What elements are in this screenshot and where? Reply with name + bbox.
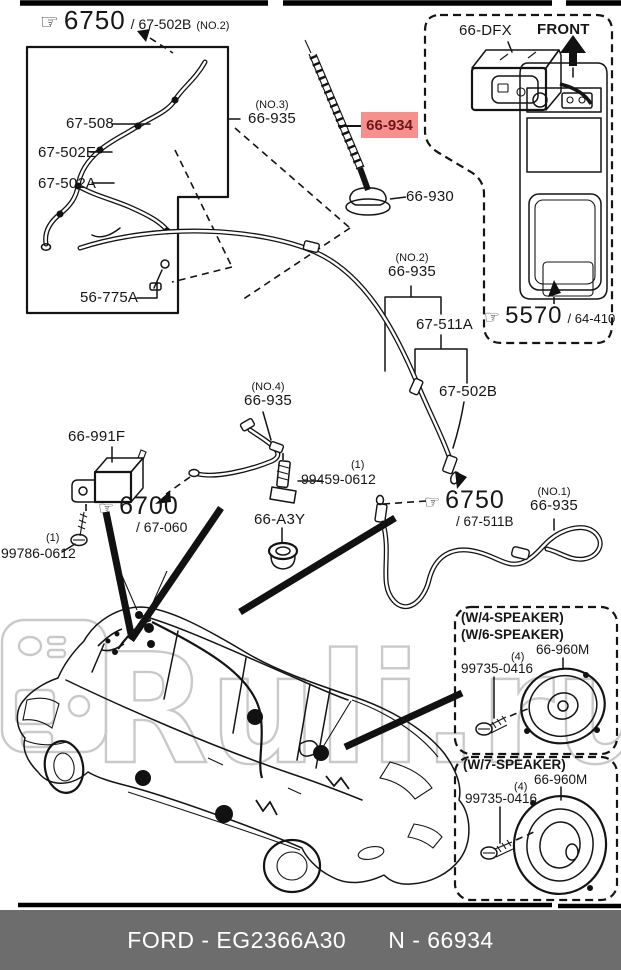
- speaker-box-b-line1: (W/7-SPEAKER): [463, 757, 566, 772]
- ref-callout-6750-top: ☞ 6750 / 67-502B (NO.2): [40, 5, 230, 35]
- bracket-lines-no2: [384, 285, 468, 449]
- note-text: (NO.4): [251, 381, 285, 393]
- part-label-99735-0416-a: 99735-0416: [461, 661, 534, 676]
- speaker-box-7: [453, 755, 619, 902]
- harness-no1: [374, 494, 603, 610]
- ref-code: 6750: [63, 5, 126, 35]
- ref-sub-67-511b: / 67-511B: [456, 514, 514, 529]
- qty-label-speaker-a: (4): [511, 651, 525, 663]
- part-label-66-dfx: 66-DFX: [459, 22, 512, 39]
- ref-code: 5570: [505, 302, 563, 329]
- part-label-67-511a: 67-511A: [414, 316, 475, 334]
- part-label-66-935-no3: 66-935: [248, 110, 296, 128]
- footer-separator-line: [18, 902, 621, 909]
- watermark-logo: [0, 618, 108, 754]
- car-drawing: [16, 570, 470, 894]
- footer-bar: FORD - EG2366A30 N - 66934: [0, 910, 621, 970]
- leader-arrow-6700: [155, 476, 191, 504]
- part-label-99459-0612: 99459-0612: [301, 471, 376, 487]
- center-console-drawing: [519, 62, 608, 308]
- ref-sub: / 64-410: [567, 311, 616, 326]
- part-label-99786-0612: 99786-0612: [1, 545, 76, 561]
- qty-label-harness-bolt: (1): [351, 459, 365, 471]
- harness-note-no4: (NO.4) 66-935: [238, 381, 298, 410]
- ref-callout-6750-rear: ☞ 6750: [424, 486, 505, 514]
- qty-label-speaker-b: (4): [514, 781, 528, 793]
- pointing-hand-icon: ☞: [40, 10, 59, 34]
- part-label-56-775a: 56-775A: [80, 289, 139, 306]
- watermark-text: Ruli.ru: [92, 621, 621, 798]
- harness-note-no3: (NO.3) 66-935: [240, 99, 304, 128]
- front-label: FRONT: [537, 21, 590, 38]
- part-label-66-a3y: 66-A3Y: [254, 511, 306, 528]
- part-label-67-502e: 67-502E: [38, 144, 97, 161]
- title-leader-arrow: [137, 29, 174, 54]
- note-text: (NO.2): [395, 252, 429, 264]
- console-dashed-box: [423, 13, 614, 345]
- part-label-66-935-no2: 66-935: [388, 263, 436, 281]
- pointing-hand-icon: ☞: [424, 492, 441, 513]
- diagram-artwork: Ruli.ru: [0, 0, 621, 909]
- ref-callout-5570: ☞ 5570 / 64-410: [484, 302, 616, 330]
- note-text: (NO.3): [255, 99, 289, 111]
- ref-sub-67-060: / 67-060: [136, 519, 188, 535]
- qty-label-relay-screw: (1): [46, 532, 60, 544]
- part-label-67-502b: 67-502B: [437, 383, 500, 401]
- ref-sub: / 67-502B: [130, 16, 192, 32]
- part-label-66-991f: 66-991F: [68, 428, 126, 445]
- speaker-box-a-line1: (W/4-SPEAKER): [461, 610, 564, 625]
- part-label-66-930: 66-930: [406, 188, 454, 205]
- antenna-feeder-cable: [77, 228, 467, 505]
- footer-maker-code: FORD - EG2366A30: [127, 926, 347, 953]
- antenna-mast: [234, 39, 407, 301]
- pointing-hand-icon: ☞: [484, 307, 501, 328]
- harness-note-no2: (NO.2) 66-935: [384, 252, 440, 281]
- footer-part-number: N - 66934: [388, 926, 494, 953]
- part-label-67-502a: 67-502A: [38, 175, 97, 192]
- harness-note-no1: (NO.1) 66-935: [530, 486, 578, 515]
- ref-code: 6700: [119, 492, 179, 520]
- harness-box-no3: [25, 45, 241, 315]
- harness-no4: [188, 411, 323, 504]
- part-label-66-935-no4: 66-935: [244, 392, 292, 410]
- front-arrow-icon: [560, 35, 586, 78]
- ref-callout-6700: ☞ 6700: [98, 492, 179, 520]
- grommet-66a3y: [267, 527, 299, 570]
- ref-note: (NO.2): [196, 20, 230, 32]
- ref-code: 6750: [445, 486, 505, 514]
- note-text: (NO.1): [537, 486, 571, 498]
- speaker-box-a-line2: (W/6-SPEAKER): [461, 627, 564, 642]
- pointing-hand-icon: ☞: [98, 498, 115, 519]
- speaker-box-4-6: [453, 605, 619, 756]
- part-label-99735-0416-b: 99735-0416: [465, 791, 538, 806]
- highlighted-part-66-934[interactable]: 66-934: [361, 112, 418, 138]
- part-label-66-960m-a: 66-960M: [536, 642, 590, 657]
- part-label-66-960m-b: 66-960M: [534, 772, 588, 787]
- relay-66991f: [61, 446, 147, 553]
- part-label-66-935-no1: 66-935: [530, 497, 578, 515]
- part-label-67-508: 67-508: [66, 115, 114, 132]
